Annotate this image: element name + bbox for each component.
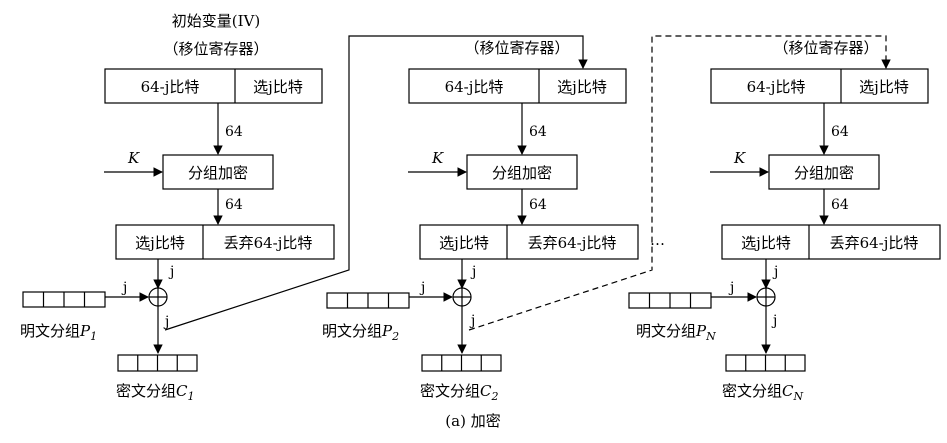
encrypt-label: 分组加密 [492,164,552,182]
feedback-line-2 [468,35,891,331]
shift-register-box [710,68,929,104]
encrypt-box [162,154,274,190]
feedback-line-1 [164,35,588,331]
iv-shift-register-label: （移位寄存器） [163,40,268,58]
discard-bits-label: 丢弃64-j比特 [224,234,313,252]
select-bits-label: 选j比特 [135,234,185,252]
plaintext-label: 明文分组P2 [322,322,399,343]
ellipsis-label: … [650,231,665,249]
shift-register-box [408,68,627,104]
select-bits-label: 选j比特 [859,78,909,96]
key-label: K [431,149,444,167]
j-label: j [728,280,734,296]
discard-bits-label: 丢弃64-j比特 [528,234,617,252]
j-label: j [121,280,127,296]
discard-bits-label: 丢弃64-j比特 [830,234,919,252]
select-bits-label: 选j比特 [253,78,303,96]
figure-caption: (a) 加密 [445,412,500,430]
j-label: j [771,313,777,329]
width-64-label: 64 [225,124,243,140]
stage-n: （移位寄存器） 64-j比特 选j比特 64 分组加密 K 64 选j比特 丢弃… [628,39,941,403]
j-label: j [168,264,174,280]
j-label: j [419,280,425,296]
key-label: K [127,149,140,167]
ciphertext-label: 密文分组C1 [116,382,195,403]
j-label: j [469,313,475,329]
width-64-label: 64 [529,124,547,140]
width-64-label: 64 [529,197,547,213]
encrypt-box [466,154,578,190]
ciphertext-register [421,354,502,372]
ciphertext-register [117,354,198,372]
select-bits-label: 选j比特 [557,78,607,96]
j-label: j [470,264,476,280]
plaintext-register [326,292,410,309]
shift-register-box [104,68,323,104]
high-bits-label: 64-j比特 [445,78,504,96]
shift-register-label: （移位寄存器） [773,39,878,57]
encrypt-label: 分组加密 [794,164,854,182]
high-bits-label: 64-j比特 [747,78,806,96]
select-bits-label: 选j比特 [439,234,489,252]
j-label: j [163,314,169,330]
stage-1: 64-j比特 选j比特 64 分组加密 K 64 选j比特 丢弃64-j比特 j… [20,68,335,403]
plaintext-register [22,291,106,308]
output-register-box [721,224,941,260]
shift-register-label: （移位寄存器） [464,39,569,57]
select-bits-label: 选j比特 [741,234,791,252]
width-64-label: 64 [831,124,849,140]
plaintext-label: 明文分组P1 [20,322,97,343]
plaintext-label: 明文分组PN [636,322,716,343]
encrypt-box [768,154,880,190]
encrypt-label: 分组加密 [188,164,248,182]
j-label: j [772,264,778,280]
output-register-box [115,224,335,260]
width-64-label: 64 [831,197,849,213]
key-label: K [733,149,746,167]
output-register-box [419,224,639,260]
high-bits-label: 64-j比特 [141,78,200,96]
ciphertext-label: 密文分组C2 [420,382,499,403]
plaintext-register [628,292,712,309]
iv-title: 初始变量(IV) [172,12,260,30]
stage-2: （移位寄存器） 64-j比特 选j比特 64 分组加密 K 64 选j比特 丢弃… [322,39,639,403]
width-64-label: 64 [225,197,243,213]
ciphertext-label: 密文分组CN [722,382,804,403]
ciphertext-register [725,354,806,372]
